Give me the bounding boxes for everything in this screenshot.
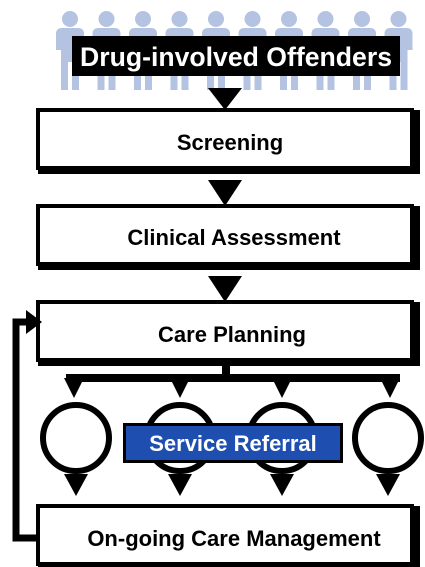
arrow-down-icon — [208, 276, 242, 302]
referral-banner — [126, 426, 340, 460]
title-banner — [72, 36, 400, 76]
assessment-box — [36, 204, 414, 266]
arrow-down-icon — [376, 474, 400, 496]
screening-label: Screening — [177, 130, 283, 155]
care-planning-label: Care Planning — [158, 322, 306, 347]
referral-label: Service Referral — [149, 431, 317, 456]
diagram-title: Drug-involved Offenders — [80, 42, 392, 72]
service-circle — [40, 402, 112, 474]
arrow-right-icon — [26, 310, 42, 334]
arrow-down-icon — [270, 474, 294, 496]
branch-stem — [222, 360, 230, 378]
care-management-box — [36, 504, 414, 566]
branch-bar — [66, 374, 400, 382]
arrow-down-icon — [64, 474, 88, 496]
assessment-label: Clinical Assessment — [127, 225, 341, 250]
service-circle — [352, 402, 424, 474]
care-management-label: On-going Care Management — [87, 526, 381, 551]
service-branch-1 — [40, 378, 112, 496]
feedback-loop-line — [12, 318, 40, 542]
arrow-down-icon — [208, 88, 242, 110]
screening-box — [36, 108, 414, 170]
service-branch-4 — [352, 378, 424, 496]
arrow-down-icon — [208, 180, 242, 206]
arrow-down-icon — [168, 474, 192, 496]
